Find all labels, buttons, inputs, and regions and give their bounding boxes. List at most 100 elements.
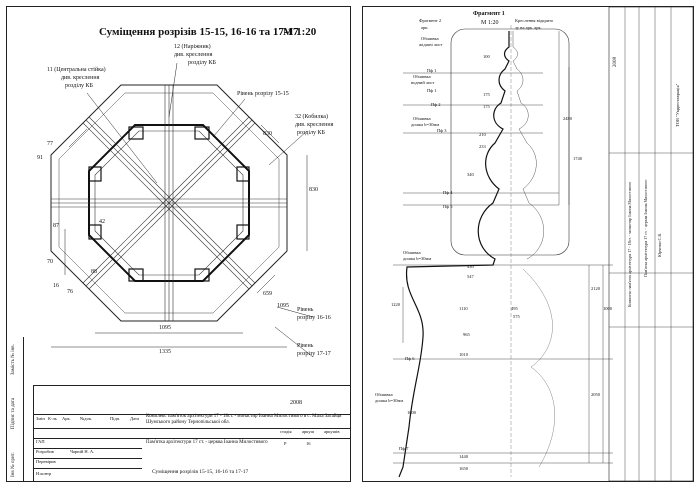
label-cladding-3: Обшивка (413, 116, 431, 121)
octagon-outer (50, 84, 288, 322)
dim-r1000: 1000 (603, 306, 612, 311)
dimension-lines (51, 124, 308, 348)
stamp-h-ark: Арк. (62, 416, 71, 421)
dim-r1010: 1010 (459, 352, 468, 357)
marker-pf-6: Пф 6 (405, 356, 415, 361)
stamp-org-right: ТОВ "Укрреставрація" (675, 83, 680, 127)
label-nagrnyk: 12 (Наріжник) (174, 44, 211, 50)
stamp-h-arkush: аркуш (302, 429, 315, 434)
dim-r575: 575 (513, 314, 520, 319)
dim-r210: 210 (479, 132, 486, 137)
corner-blocks (88, 126, 250, 282)
fragment-frame (450, 28, 570, 256)
profile-drawing (393, 6, 694, 482)
dim-830-right: 830 (309, 187, 318, 193)
drawing-scale: М 1:20 (283, 26, 317, 38)
dim-r1600: 1600 (407, 410, 416, 415)
label-level-17b: розрізу 17-17 (297, 351, 331, 357)
dim-r1740: 1740 (573, 156, 582, 161)
label-level-17a: Рівень (297, 343, 314, 349)
dim-r2480: 2480 (563, 116, 572, 121)
dim-659: 659 (263, 291, 272, 297)
label-cladding-5: Обшивка (375, 392, 393, 397)
marker-pf-2: Пф 2 (431, 102, 441, 107)
label-level-16a: Рівень (297, 307, 314, 313)
dim-r1110: 1110 (459, 306, 468, 311)
marker-pf-4: Пф 4 (443, 190, 453, 195)
profile-outline-right (512, 31, 544, 260)
dim-r340: 340 (467, 172, 474, 177)
stamp-pereviryv: Перевірив (36, 459, 56, 464)
dim-1095-diag: 1095 (277, 303, 289, 309)
stamp-author: Чарній Н. А. (70, 449, 95, 454)
label-kobylka-ref: див. креслення (295, 122, 334, 128)
dim-r547: 547 (467, 274, 474, 279)
label-nagrnyk-ref: див. креслення (174, 52, 213, 58)
dim-77: 77 (47, 141, 53, 147)
marker-pf-3: Пф 3 (437, 128, 447, 133)
dim-r233: 233 (479, 144, 486, 149)
dim-87: 87 (53, 223, 59, 229)
label-cladding-2b: водний лист (411, 80, 435, 85)
stamp-stadia: Р (284, 441, 287, 446)
marker-pf-1: Пф 1 (427, 68, 437, 73)
dim-r2120: 2120 (591, 286, 600, 291)
stamp-h-pidp: Підп. (110, 416, 121, 421)
title-block: 2008 Змін К-ль Арк. №док. Підп. Дата Ком… (33, 385, 350, 481)
dim-88: 88 (91, 269, 97, 275)
stamp-gap: ГАП (36, 439, 45, 444)
label-fragment-2: Фрагмент 2 (419, 18, 442, 23)
stamp-h-stadia: стадія (280, 429, 292, 434)
fragment-title: Фрагмент 1 (473, 11, 505, 17)
stamp-author-right: Юрченко С.В. (657, 232, 662, 257)
label-drawing-ref: Креслення відкрито (515, 18, 554, 23)
dim-r1650: 1650 (459, 466, 468, 471)
label-cladding-3b: дошка b=30мм (411, 122, 440, 127)
label-cladding-1b: жідшні лист (419, 42, 443, 47)
stamp-h-data: Дата (130, 416, 139, 421)
label-level-16b: розрізу 16-16 (297, 315, 331, 321)
dim-r430: 430 (467, 264, 474, 269)
label-cladding-4b: дошка b=30мм (403, 256, 432, 261)
stamp-text-object: Пам'ятка архітектури 17 ст. - церква Іоа… (643, 179, 648, 277)
octagon-inner-2 (94, 130, 244, 276)
label-stiyka-ref: див. креслення (61, 75, 100, 81)
stamp-year: 2008 (290, 400, 302, 406)
radial-rafters (51, 85, 287, 321)
stamp-h-arkushiv: аркушів (324, 429, 340, 434)
stamp-text-project: Комплекс пам'яток архітектури 17 - 18ст.… (627, 181, 632, 307)
dim-r100: 100 (483, 54, 490, 59)
leader-lines (86, 62, 314, 358)
dim-42: 42 (99, 219, 105, 225)
drawing-title: Суміщення розрізів 15-15, 16-16 та 17-17 (99, 26, 299, 38)
dim-830-corner: 830 (263, 131, 272, 137)
dim-r175b: 175 (483, 104, 490, 109)
dim-r495: 495 (511, 306, 518, 311)
binding-strip: Замість № інв. Підпис та дата Інв № орит… (7, 337, 24, 481)
stamp-object: Пам'ятка архітектури 17 ст. - церква Іоа… (146, 440, 268, 445)
dim-r1220: 1220 (391, 302, 400, 307)
label-cladding-4: Обшивка (403, 250, 421, 255)
fragment-scale: М 1:20 (481, 20, 499, 26)
octagon-mid (58, 92, 280, 314)
label-stiyka-section: розділу КБ (65, 83, 93, 89)
stamp-arkush: 16 (306, 441, 311, 446)
marker-pf-7: Пф 7 (399, 446, 409, 451)
stamp-project: Комплекс пам'яток архітектури 17 - 18ст.… (146, 414, 342, 425)
vertical-dims (402, 31, 604, 463)
marker-pf-5: Пф 5 (443, 204, 453, 209)
dim-70: 70 (47, 259, 53, 265)
dim-91: 91 (37, 155, 43, 161)
stamp-year-right: 2008 (613, 57, 618, 67)
label-cladding-1: Обшивка (421, 36, 439, 41)
dim-r1440: 1440 (459, 454, 468, 459)
dim-r965: 965 (463, 332, 470, 337)
stamp-h-zmin: Змін (36, 416, 45, 421)
marker-pf-1-secondary: Пф 1 (427, 88, 437, 93)
label-stiyka: 11 (Центральна стійка) (47, 67, 106, 73)
label-kobylka-section: розділу КБ (297, 130, 325, 136)
stamp-h-kil: К-ль (48, 416, 57, 421)
profile-outline (398, 31, 510, 478)
dim-r2050: 2050 (591, 392, 600, 397)
plan-drawing (50, 62, 314, 358)
